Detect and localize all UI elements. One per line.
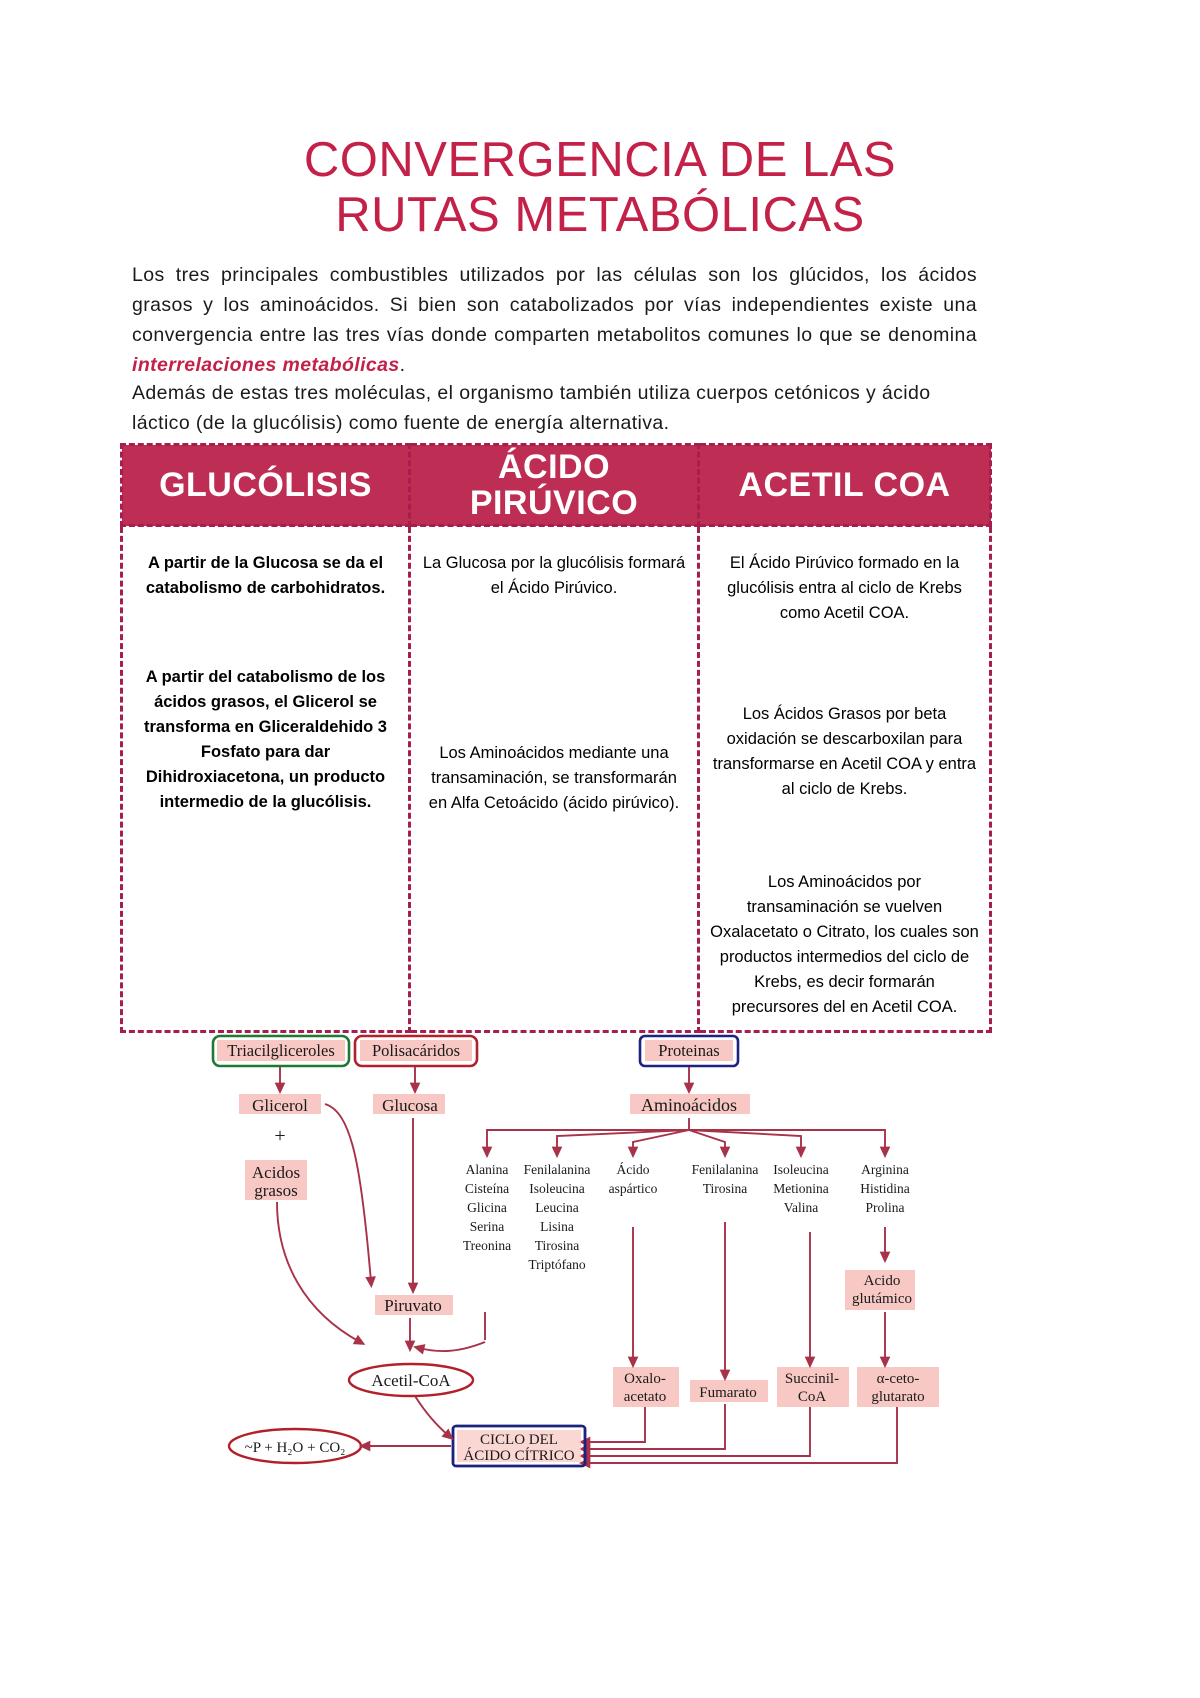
- diagram-aminoacid-1-2: Leucina: [535, 1200, 578, 1215]
- paragraph-1-text: Los tres principales combustibles utiliz…: [132, 264, 977, 346]
- diagram-label-glucosa: Glucosa: [382, 1096, 438, 1115]
- table-header-acido-piruvico-line-1: ÁCIDO: [497, 448, 611, 486]
- table-header-glucolisis-label: GLUCÓLISIS: [159, 466, 372, 504]
- acido-piruvico-point-1: La Glucosa por la glucólisis formará el …: [422, 554, 686, 597]
- paragraph-1-emphasis: interrelaciones metabólicas: [132, 354, 400, 376]
- diagram-aminoacid-4-0: Isoleucina: [773, 1162, 828, 1177]
- diagram-label-proteinas: Proteinas: [658, 1041, 719, 1060]
- diagram-aminoacid-0-2: Glicina: [467, 1200, 507, 1215]
- diagram-label-acidos-grasos-line-1: Acidos: [252, 1163, 300, 1182]
- metabolic-routes-table: GLUCÓLISIS ÁCIDO PIRÚVICO ACETIL COA A p…: [120, 443, 992, 1033]
- diagram-label-acido-glutamico-line-2: glutámico: [852, 1291, 912, 1307]
- diagram-arrows-bottom: [578, 1222, 898, 1469]
- diagram-label-energia: ~P + H₂O + CO₂: [245, 1440, 346, 1456]
- table-body-row: A partir de la Glucosa se da el cataboli…: [120, 524, 992, 1033]
- diagram-aminoacid-0-3: Serina: [470, 1219, 505, 1234]
- diagram-label-glicerol: Glicerol: [252, 1096, 308, 1115]
- table-header-row: GLUCÓLISIS ÁCIDO PIRÚVICO ACETIL COA: [120, 443, 992, 527]
- page-title-line-1: CONVERGENCIA DE LAS: [303, 133, 897, 187]
- diagram-aminoacid-1-4: Tirosina: [535, 1238, 580, 1253]
- acetil-coa-point-3: Los Aminoácidos por transaminación se vu…: [710, 873, 979, 1016]
- diagram-label-alfa-cetoglutarato-line-1: α-ceto-: [877, 1371, 920, 1387]
- acido-piruvico-point-2: Los Aminoácidos mediante una transaminac…: [428, 744, 680, 812]
- diagram-arrows-top: [274, 1067, 695, 1095]
- diagram-aminoacid-3-0: Fenilalanina: [692, 1162, 759, 1177]
- diagram-label-polisacaridos: Polisacáridos: [372, 1041, 460, 1060]
- table-cell-glucolisis: A partir de la Glucosa se da el cataboli…: [120, 524, 411, 1033]
- page-title: CONVERGENCIA DE LAS RUTAS METABÓLICAS: [130, 133, 1070, 243]
- polisacaridos-box: [353, 1034, 479, 1068]
- diagram-aminoacid-1-1: Isoleucina: [529, 1181, 584, 1196]
- acetil-coa-point-2: Los Ácidos Grasos por beta oxidación se …: [712, 705, 977, 798]
- diagram-aminoacid-2-1: aspártico: [609, 1181, 658, 1196]
- acetil-coa-point-1: El Ácido Pirúvico formado en la glucólis…: [727, 554, 962, 622]
- diagram-label-fumarato: Fumarato: [699, 1385, 757, 1401]
- triacilgliceroles-box: [211, 1034, 351, 1068]
- diagram-label-oxaloacetato-line-1: Oxalo-: [624, 1371, 666, 1387]
- diagram-highlights: [217, 1040, 939, 1407]
- diagram-arrows-mid: [276, 1103, 486, 1355]
- diagram-label-acetil-coa: Acetil-CoA: [371, 1371, 451, 1390]
- glucolisis-point-1: A partir de la Glucosa se da el cataboli…: [145, 554, 386, 597]
- table-header-glucolisis: GLUCÓLISIS: [120, 443, 411, 527]
- table-header-acetil-coa-label: ACETIL COA: [738, 466, 951, 504]
- paragraph-1-tail: .: [399, 354, 406, 376]
- diagram-aminoacid-2-0: Ácido: [617, 1162, 650, 1177]
- metabolic-convergence-diagram: Triacilgliceroles Polisacáridos Proteina…: [185, 1012, 1015, 1482]
- diagram-aminoacid-5-0: Arginina: [861, 1162, 909, 1177]
- proteinas-box: [638, 1034, 740, 1068]
- intro-paragraph-1: Los tres principales combustibles utiliz…: [132, 260, 977, 380]
- diagram-aminoacid-0-1: Cisteína: [465, 1181, 509, 1196]
- diagram-label-aminoacidos: Aminoácidos: [641, 1095, 737, 1115]
- diagram-label-acidos-grasos-line-2: grasos: [254, 1181, 297, 1200]
- table-header-acetil-coa: ACETIL COA: [697, 443, 992, 527]
- diagram-label-piruvato: Piruvato: [384, 1296, 442, 1315]
- glucolisis-point-2: A partir del catabolismo de los ácidos g…: [144, 668, 387, 811]
- diagram-label-succinil-line-2: CoA: [798, 1389, 827, 1405]
- intro-paragraph-2: Además de estas tres moléculas, el organ…: [132, 382, 931, 434]
- table-cell-acetil-coa: El Ácido Pirúvico formado en la glucólis…: [697, 524, 992, 1033]
- diagram-label-ciclo-line-2: ÁCIDO CÍTRICO: [463, 1447, 574, 1464]
- table-header-acido-piruvico: ÁCIDO PIRÚVICO: [408, 443, 700, 527]
- diagram-aminoacid-5-1: Histidina: [860, 1181, 910, 1196]
- diagram-aminoacid-3-1: Tirosina: [703, 1181, 748, 1196]
- diagram-aminoacid-1-5: Triptófano: [528, 1257, 586, 1272]
- diagram-aminoacid-1-0: Fenilalanina: [524, 1162, 591, 1177]
- acetil-coa-ellipse: [347, 1362, 475, 1398]
- diagram-label-succinil-line-1: Succinil-: [785, 1371, 839, 1387]
- diagram-aminoacid-0-0: Alanina: [466, 1162, 509, 1177]
- diagram-aminoacid-4-2: Valina: [784, 1200, 819, 1215]
- diagram-aminoacid-4-1: Metionina: [773, 1181, 829, 1196]
- diagram-label-triacilgliceroles: Triacilgliceroles: [227, 1041, 335, 1060]
- diagram-aminoacid-1-3: Lisina: [540, 1219, 574, 1234]
- page-title-line-2: RUTAS METABÓLICAS: [335, 188, 865, 242]
- diagram-label-oxaloacetato-line-2: acetato: [624, 1389, 666, 1405]
- diagram-label-ciclo-line-1: CICLO DEL: [480, 1432, 558, 1448]
- diagram-aminoacid-5-2: Prolina: [866, 1200, 905, 1215]
- diagram-aminoacid-branches: [481, 1118, 891, 1159]
- table-header-acido-piruvico-line-2: PIRÚVICO: [469, 484, 639, 522]
- diagram-top-boxes: [211, 1034, 740, 1068]
- diagram-label-plus: +: [274, 1125, 285, 1147]
- diagram-label-acido-glutamico-line-1: Acido: [864, 1273, 901, 1289]
- diagram-aminoacid-0-4: Treonina: [463, 1238, 511, 1253]
- table-cell-acido-piruvico: La Glucosa por la glucólisis formará el …: [408, 524, 700, 1033]
- diagram-label-alfa-cetoglutarato-line-2: glutarato: [871, 1389, 924, 1405]
